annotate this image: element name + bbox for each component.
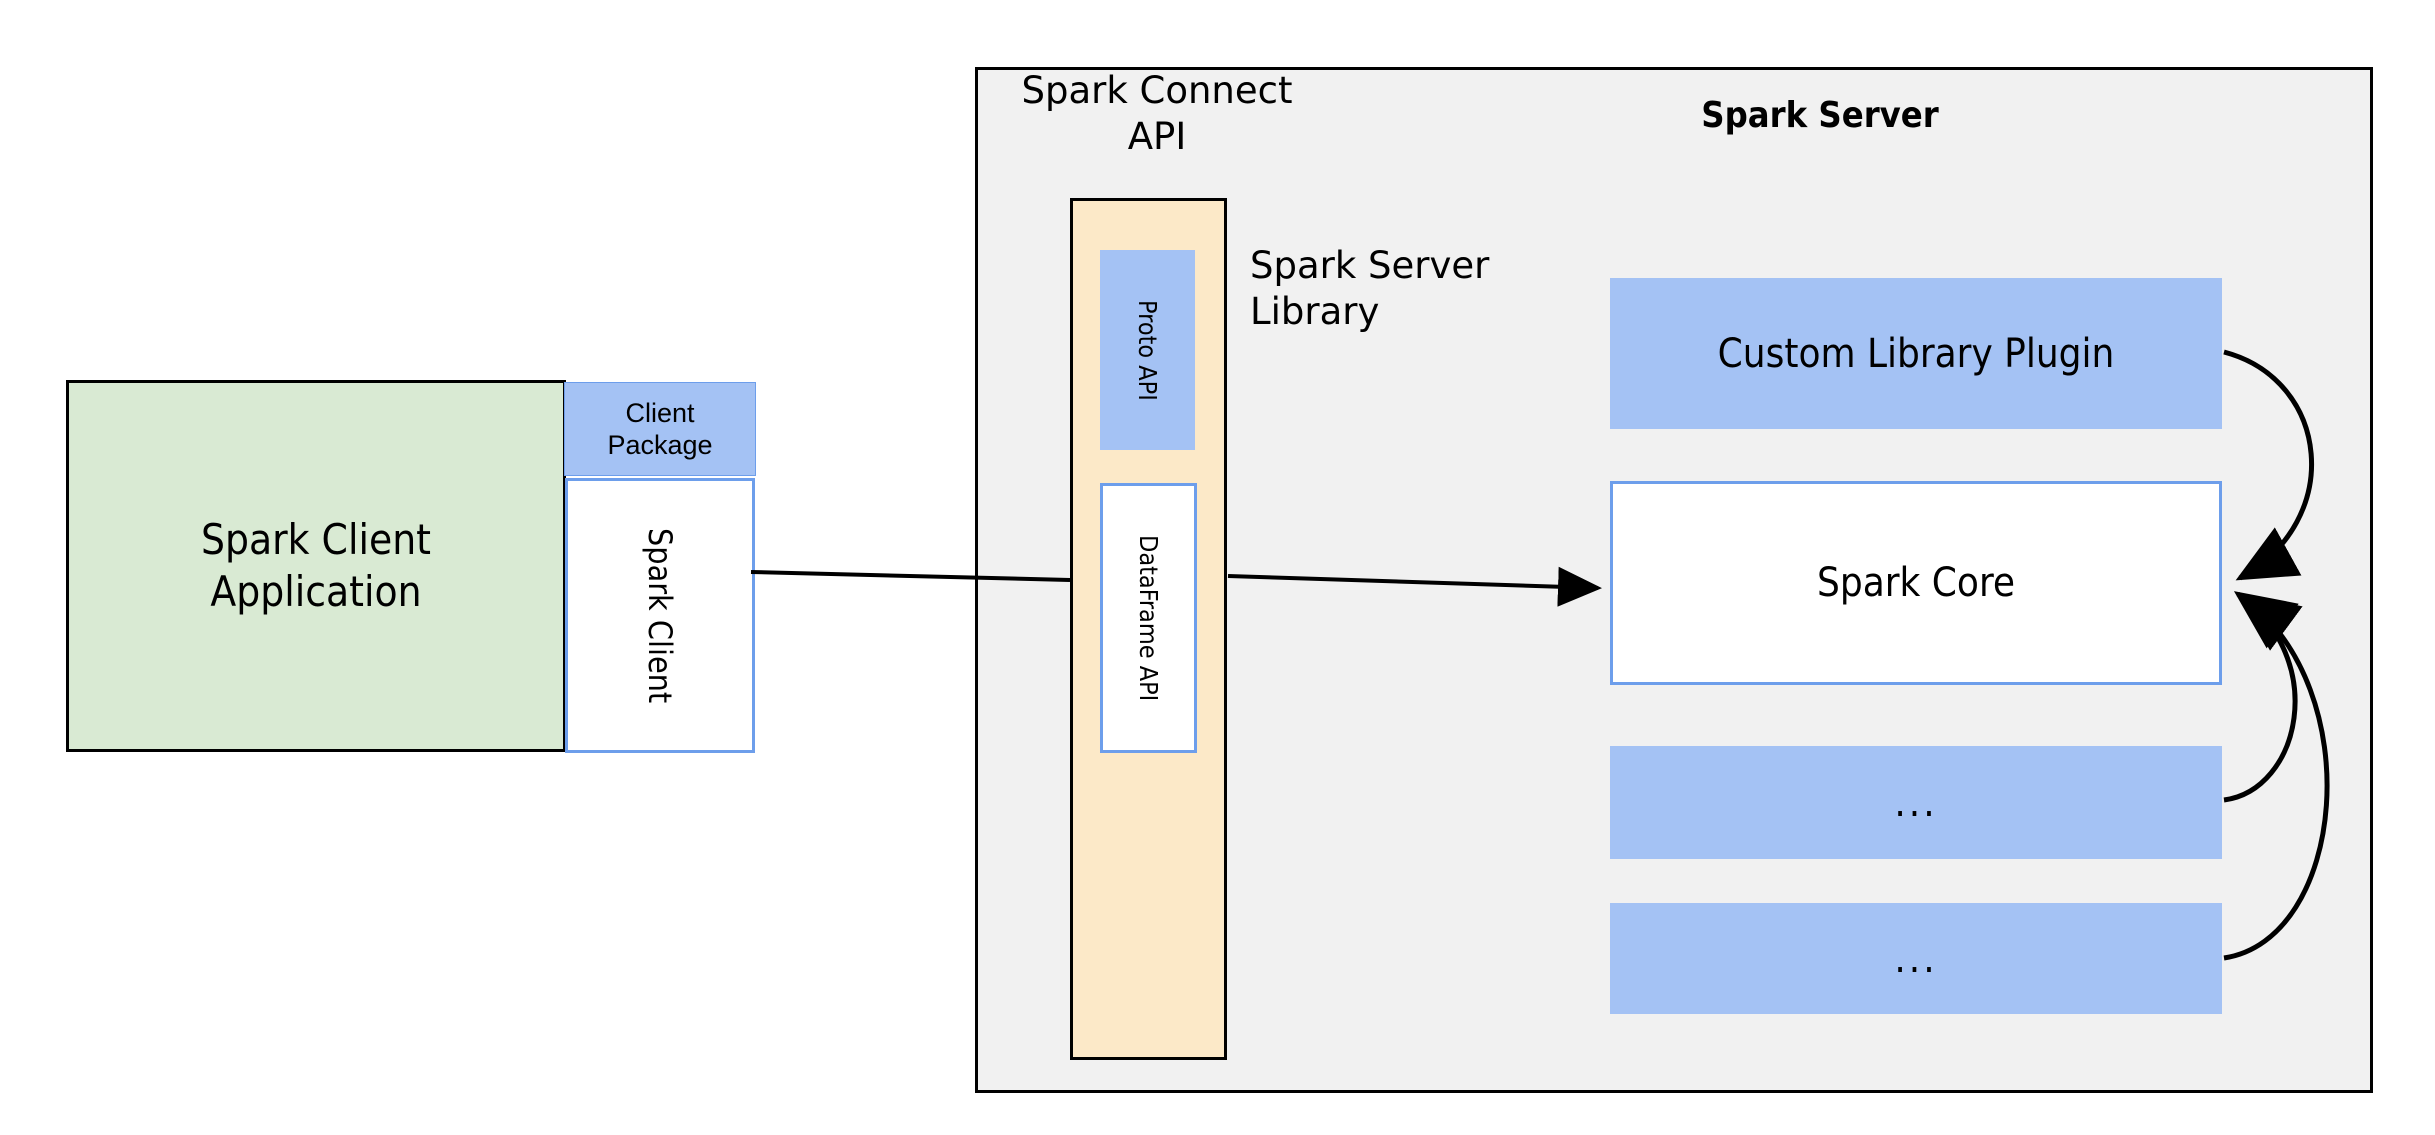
spark-core-label: Spark Core	[1816, 560, 2015, 606]
client-package-label: Client Package	[607, 397, 712, 462]
server-stack-placeholder-1-label: ...	[1894, 779, 1938, 826]
server-stack-placeholder-2-label: ...	[1894, 935, 1938, 982]
proto-api-label: Proto API	[1133, 299, 1162, 401]
spark-client-application-label-line1: Spark Client	[201, 514, 431, 564]
spark-client-label: Spark Client	[641, 527, 679, 704]
client-package-label-line1: Client	[625, 397, 695, 428]
server-stack-placeholder-1[interactable]: ...	[1610, 746, 2222, 859]
spark-client-application-box[interactable]: Spark Client Application	[66, 380, 566, 752]
dataframe-api-box[interactable]: DataFrame API	[1100, 483, 1197, 753]
spark-client-box[interactable]: Spark Client	[565, 478, 755, 753]
spark-client-application-label-line2: Application	[210, 567, 422, 616]
spark-core-box[interactable]: Spark Core	[1610, 481, 2222, 685]
spark-server-library-title-line1: Spark Server	[1250, 244, 1490, 287]
spark-server-title: Spark Server	[1701, 95, 1939, 136]
custom-library-plugin-box[interactable]: Custom Library Plugin	[1610, 278, 2222, 429]
spark-server-library-title: Spark Server Library	[1250, 243, 1550, 336]
custom-library-plugin-label: Custom Library Plugin	[1717, 330, 2115, 377]
spark-connect-api-title: Spark Connect API	[1012, 68, 1302, 161]
client-package-box[interactable]: Client Package	[564, 382, 756, 476]
spark-connect-api-title-line2: API	[1127, 115, 1187, 159]
dataframe-api-label: DataFrame API	[1134, 534, 1163, 702]
client-package-label-line2: Package	[607, 430, 713, 460]
spark-client-application-label: Spark Client Application	[201, 514, 431, 619]
spark-connect-api-title-line1: Spark Connect	[1021, 69, 1293, 112]
spark-server-library-title-line2: Library	[1250, 290, 1380, 334]
proto-api-box[interactable]: Proto API	[1100, 250, 1195, 450]
server-stack-placeholder-2[interactable]: ...	[1610, 903, 2222, 1014]
